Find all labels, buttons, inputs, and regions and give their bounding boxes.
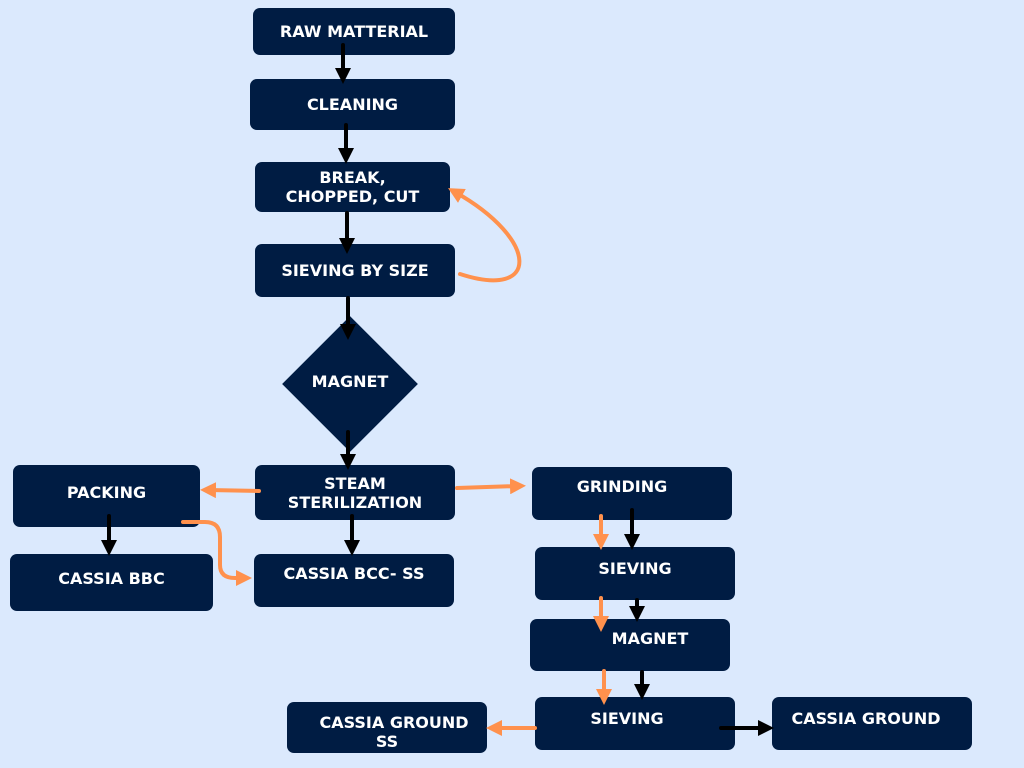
node-cassia-ground: CASSIA GROUND bbox=[772, 697, 972, 750]
loop-arrow-sieving-to-break bbox=[448, 188, 522, 283]
node-magnet-2: MAGNET bbox=[530, 619, 730, 671]
arrow-packing-to-bcc-ss bbox=[181, 520, 252, 586]
node-label: MAGNET bbox=[611, 628, 689, 648]
node-label: CASSIA BCC- SS bbox=[283, 564, 425, 583]
node-break-chopped-cut: BREAK,CHOPPED, CUT bbox=[255, 162, 450, 212]
node-cassia-bcc-ss: CASSIA BCC- SS bbox=[254, 554, 454, 607]
node-label: CLEANING bbox=[306, 95, 399, 114]
node-label: STERILIZATION bbox=[287, 492, 423, 512]
node-label: GRINDING bbox=[576, 477, 668, 496]
node-cleaning: CLEANING bbox=[250, 79, 455, 130]
node-label: CASSIA GROUND bbox=[319, 713, 469, 732]
node-label: SIEVING bbox=[598, 559, 672, 578]
node-label: BREAK, bbox=[319, 168, 386, 187]
node-magnet-label: MAGNET bbox=[311, 372, 389, 391]
node-raw-material: RAW MATTERIAL bbox=[253, 8, 455, 55]
node-packing: PACKING bbox=[13, 465, 200, 527]
node-label: RAW MATTERIAL bbox=[279, 22, 429, 41]
node-label: CASSIA GROUND bbox=[791, 709, 941, 728]
node-sieving-3: SIEVING bbox=[535, 697, 735, 750]
arrow-steam-to-packing bbox=[200, 482, 261, 499]
node-label: PACKING bbox=[66, 482, 147, 502]
node-label: CASSIA BBC bbox=[58, 569, 165, 588]
node-sieving-2: SIEVING bbox=[535, 547, 735, 600]
arrow-steam-to-grinding bbox=[455, 478, 526, 495]
node-label: SS bbox=[375, 732, 399, 751]
node-cassia-bbc: CASSIA BBC bbox=[10, 554, 213, 611]
node-sieving-by-size: SIEVING BY SIZE bbox=[255, 244, 455, 297]
node-label: SIEVING bbox=[590, 709, 664, 728]
node-grinding: GRINDING bbox=[532, 467, 732, 520]
node-label: SIEVING BY SIZE bbox=[281, 261, 429, 280]
node-label: CHOPPED, CUT bbox=[285, 187, 420, 206]
node-label: STEAM bbox=[324, 473, 386, 493]
